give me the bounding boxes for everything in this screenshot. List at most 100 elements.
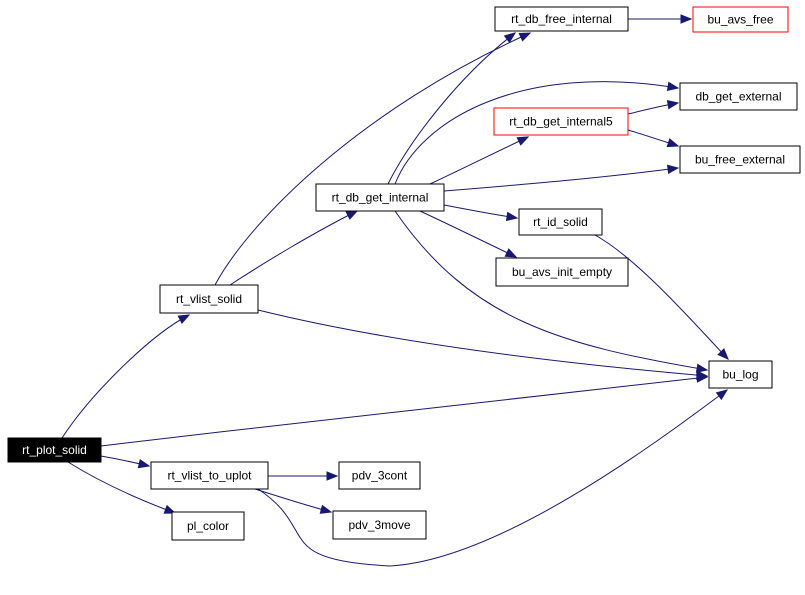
node-rt-db-get-internal[interactable]: rt_db_get_internal bbox=[315, 183, 445, 212]
node-bu-avs-init-empty[interactable]: bu_avs_init_empty bbox=[495, 257, 629, 287]
node-pl-color[interactable]: pl_color bbox=[171, 511, 245, 541]
node-rt-id-solid[interactable]: rt_id_solid bbox=[518, 208, 603, 236]
edge-line bbox=[257, 309, 708, 377]
edge-rt_vlist_solid-to-rt_db_free_internal bbox=[214, 32, 532, 286]
node-box bbox=[159, 284, 259, 314]
node-label: pdv_3move bbox=[348, 518, 410, 532]
arrowhead-icon bbox=[666, 100, 680, 110]
arrowhead-icon bbox=[345, 210, 359, 220]
node-rt-vlist-to-uplot[interactable]: rt_vlist_to_uplot bbox=[150, 461, 269, 490]
nodes-layer: rt_plot_solid rt_vlist_solid rt_vlist_to_u… bbox=[7, 6, 801, 541]
node-box bbox=[495, 257, 629, 287]
node-box bbox=[679, 145, 801, 174]
arrowhead-icon bbox=[717, 348, 729, 360]
edge-rt_vlist_solid-to-bu_log bbox=[257, 309, 709, 380]
node-box bbox=[692, 6, 789, 33]
edge-rt_db_get_internal5-to-db_get_external bbox=[627, 100, 680, 115]
arrowhead-icon bbox=[518, 32, 532, 42]
node-rt-plot-solid[interactable]: rt_plot_solid bbox=[7, 437, 102, 463]
node-label: bu_free_external bbox=[695, 153, 785, 167]
edge-line bbox=[419, 210, 517, 258]
arrowhead-icon bbox=[503, 32, 517, 44]
edge-rt_plot_solid-to-rt_vlist_to_uplot bbox=[100, 455, 151, 469]
edge-line bbox=[387, 32, 516, 185]
edge-line bbox=[229, 210, 358, 286]
edge-line bbox=[67, 461, 176, 514]
node-label: bu_avs_init_empty bbox=[512, 265, 612, 279]
edge-rt_id_solid-to-bu_log bbox=[594, 234, 729, 360]
edge-rt_db_free_internal-to-bu_avs_free bbox=[628, 14, 693, 24]
node-rt-vlist-solid[interactable]: rt_vlist_solid bbox=[159, 284, 259, 314]
arrowhead-icon bbox=[137, 458, 151, 469]
node-box bbox=[171, 511, 245, 541]
node-box bbox=[494, 6, 629, 32]
node-rt-db-free-internal[interactable]: rt_db_free_internal bbox=[494, 6, 629, 32]
edge-rt_db_get_internal-to-bu_avs_init_empty bbox=[419, 210, 518, 258]
node-pdv-3move[interactable]: pdv_3move bbox=[332, 510, 427, 540]
arrowhead-icon bbox=[666, 164, 680, 175]
arrowhead-icon bbox=[666, 138, 680, 148]
arrowhead-icon bbox=[715, 389, 729, 401]
edge-line bbox=[443, 204, 518, 219]
edge-rt_db_get_internal-to-bu_log bbox=[394, 210, 709, 373]
node-box bbox=[7, 437, 102, 463]
arrowhead-icon bbox=[326, 471, 339, 481]
edge-rt_vlist_to_uplot-to-pdv_3cont bbox=[268, 471, 339, 481]
edge-rt_vlist_to_uplot-to-bu_log bbox=[257, 389, 729, 567]
arrowhead-icon bbox=[177, 314, 191, 325]
edge-line bbox=[594, 234, 729, 360]
node-box bbox=[679, 82, 798, 111]
node-bu-avs-free[interactable]: bu_avs_free bbox=[692, 6, 789, 33]
edge-line bbox=[429, 136, 529, 185]
node-label: bu_log bbox=[722, 368, 758, 382]
arrowhead-icon bbox=[695, 363, 709, 373]
edge-rt_db_get_internal-to-bu_free_external bbox=[443, 164, 680, 192]
node-label: pl_color bbox=[187, 519, 229, 533]
node-label: rt_db_get_internal5 bbox=[509, 115, 613, 129]
arrowhead-icon bbox=[505, 211, 519, 222]
arrowhead-icon bbox=[516, 136, 530, 146]
node-box bbox=[315, 183, 445, 212]
node-box bbox=[518, 208, 603, 236]
edge-line bbox=[394, 81, 679, 185]
node-bu-free-external[interactable]: bu_free_external bbox=[679, 145, 801, 174]
arrowhead-icon bbox=[666, 81, 680, 91]
node-label: rt_vlist_to_uplot bbox=[167, 469, 252, 483]
edge-rt_plot_solid-to-bu_log bbox=[100, 373, 709, 447]
edge-rt_db_get_internal5-to-bu_free_external bbox=[627, 129, 680, 148]
arrowhead-icon bbox=[680, 14, 693, 24]
node-box bbox=[708, 360, 773, 389]
edge-line bbox=[214, 32, 531, 286]
edge-line bbox=[61, 314, 190, 439]
edge-rt_db_get_internal-to-db_get_external bbox=[394, 81, 680, 185]
node-box bbox=[150, 461, 269, 490]
arrowhead-icon bbox=[504, 248, 518, 258]
node-pdv-3cont[interactable]: pdv_3cont bbox=[338, 461, 421, 490]
node-box bbox=[493, 107, 629, 136]
edge-rt_db_get_internal-to-rt_db_free_internal bbox=[387, 32, 517, 185]
arrowhead-icon bbox=[696, 370, 709, 380]
node-label: db_get_external bbox=[695, 90, 781, 104]
edge-rt_vlist_solid-to-rt_db_get_internal bbox=[229, 210, 359, 286]
edge-rt_plot_solid-to-pl_color bbox=[67, 461, 177, 514]
node-label: rt_vlist_solid bbox=[176, 292, 242, 306]
arrowhead-icon bbox=[319, 504, 333, 514]
node-rt-db-get-internal5[interactable]: rt_db_get_internal5 bbox=[493, 107, 629, 136]
edge-line bbox=[254, 488, 332, 513]
edge-rt_plot_solid-to-rt_vlist_solid bbox=[61, 314, 191, 439]
edge-rt_vlist_to_uplot-to-pdv_3move bbox=[254, 488, 333, 514]
node-bu-log[interactable]: bu_log bbox=[708, 360, 773, 389]
node-db-get-external[interactable]: db_get_external bbox=[679, 82, 798, 111]
node-box bbox=[338, 461, 421, 490]
node-label: rt_db_free_internal bbox=[511, 12, 612, 26]
node-label: bu_avs_free bbox=[707, 13, 773, 27]
arrowhead-icon bbox=[163, 504, 177, 514]
edge-rt_db_get_internal-to-rt_id_solid bbox=[443, 204, 519, 222]
node-label: pdv_3cont bbox=[352, 469, 408, 483]
node-box bbox=[332, 510, 427, 540]
edge-line bbox=[394, 210, 708, 371]
node-label: rt_plot_solid bbox=[22, 443, 87, 457]
edge-line bbox=[257, 389, 728, 567]
edge-line bbox=[443, 167, 679, 192]
